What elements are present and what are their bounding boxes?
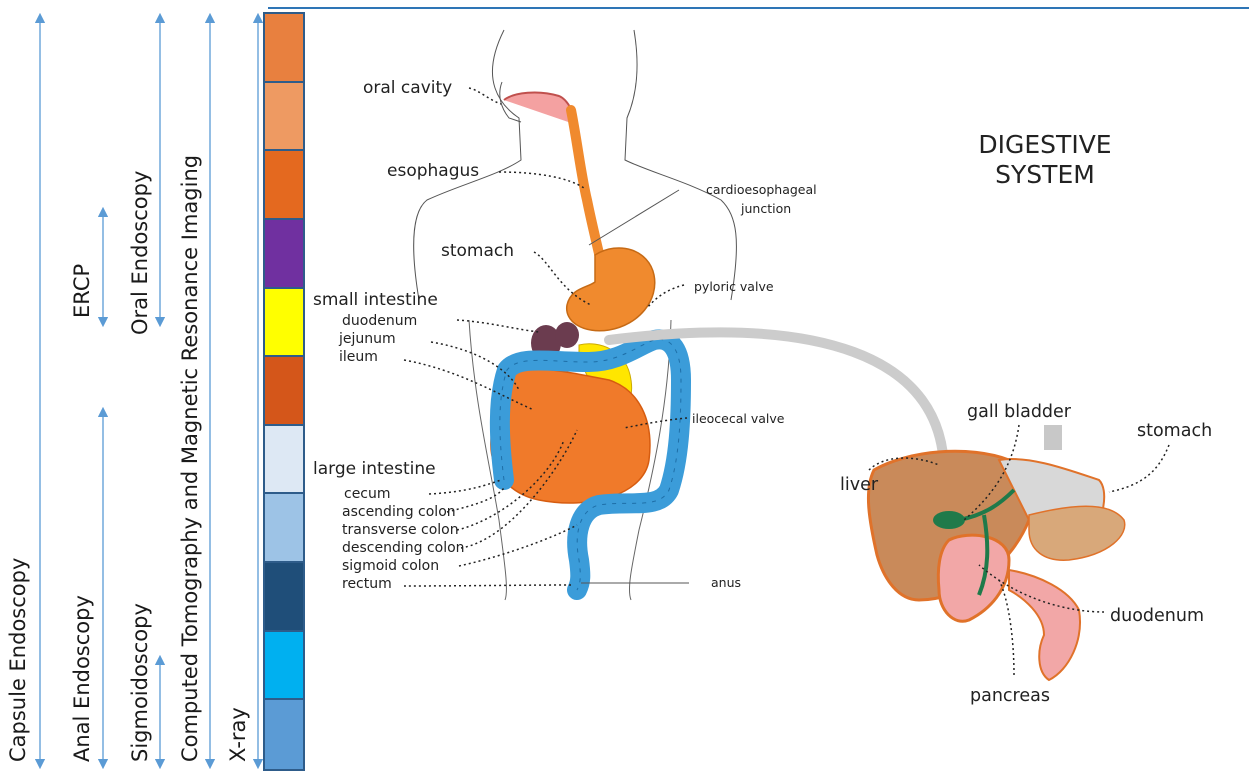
inset-label-duodenum: duodenum: [1110, 606, 1204, 626]
label-pyloric-valve: pyloric valve: [694, 279, 774, 294]
label-oral-cavity: oral cavity: [363, 78, 452, 98]
label-sigmoid-colon: sigmoid colon: [342, 558, 439, 574]
label-transverse-colon: transverse colon: [342, 522, 459, 538]
color-band-10: [265, 632, 303, 701]
color-band-4: [265, 220, 303, 289]
label-ileum: ileum: [339, 349, 378, 365]
color-band-1: [265, 14, 303, 83]
title-line-1: DIGESTIVE: [925, 130, 1165, 160]
inset-label-pancreas: pancreas: [970, 686, 1050, 706]
label-cardioesophageal: cardioesophageal: [706, 182, 817, 197]
color-band-5: [265, 289, 303, 358]
color-band-3: [265, 151, 303, 220]
label-ascending-colon: ascending colon: [342, 504, 456, 520]
ct-mri-label: Computed Tomography and Magnetic Resonan…: [178, 155, 202, 762]
label-duodenum: duodenum: [342, 313, 417, 329]
label-small-intestine: small intestine: [313, 290, 438, 310]
xray-label: X-ray: [226, 707, 250, 762]
color-band-2: [265, 83, 303, 152]
label-stomach: stomach: [441, 241, 514, 261]
color-band-9: [265, 563, 303, 632]
ercp-label: ERCP: [70, 264, 94, 318]
sigmoidoscopy-label: Sigmoidoscopy: [128, 603, 152, 762]
oral-endoscopy-label: Oral Endoscopy: [128, 171, 152, 335]
color-band-6: [265, 357, 303, 426]
label-rectum: rectum: [342, 576, 392, 592]
label-esophagus: esophagus: [387, 161, 479, 181]
label-large-intestine: large intestine: [313, 459, 436, 479]
title-line-2: SYSTEM: [925, 160, 1165, 190]
diagram-title: DIGESTIVE SYSTEM: [925, 130, 1165, 190]
inset-label-stomach: stomach: [1137, 421, 1212, 441]
color-band-7: [265, 426, 303, 495]
digestive-system-illustration: [309, 0, 1249, 774]
label-ileocecal-valve: ileocecal valve: [692, 411, 784, 426]
color-bar: [263, 12, 305, 771]
anal-endoscopy-label: Anal Endoscopy: [70, 595, 94, 762]
inset-label-liver: liver: [840, 475, 878, 495]
color-band-8: [265, 494, 303, 563]
capsule-endoscopy-label: Capsule Endoscopy: [6, 558, 30, 762]
label-anus: anus: [711, 575, 741, 590]
label-jejunum: jejunum: [339, 331, 396, 347]
label-cecum: cecum: [344, 486, 391, 502]
label-descending-colon: descending colon: [342, 540, 465, 556]
color-band-11: [265, 700, 303, 769]
label-junction: junction: [741, 201, 791, 216]
inset-label-gall-bladder: gall bladder: [967, 402, 1071, 422]
